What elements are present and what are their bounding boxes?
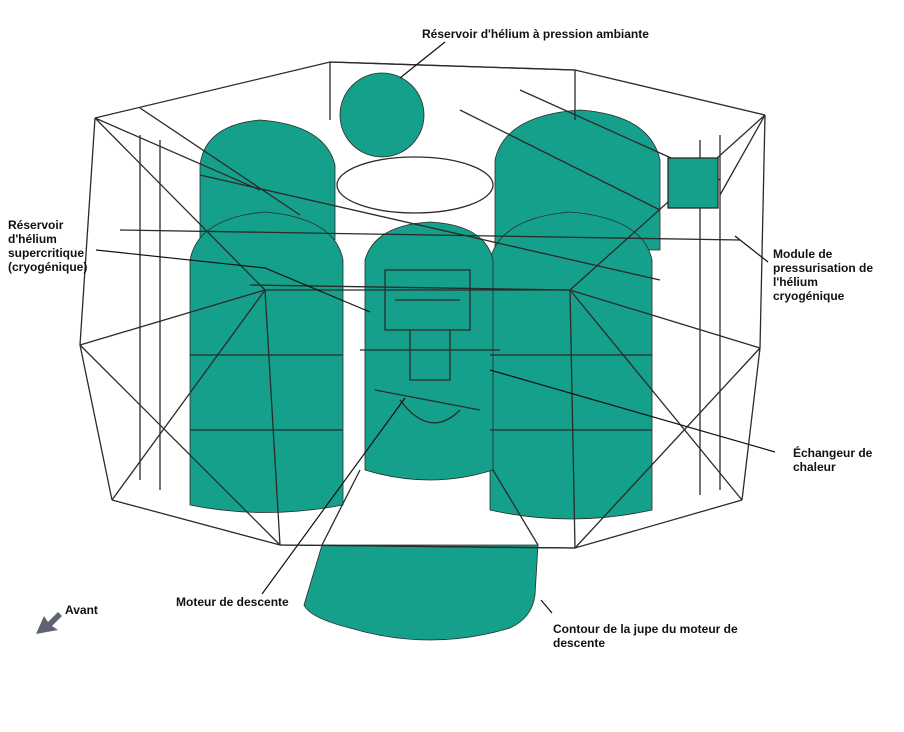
tank-front-left: [189, 211, 344, 513]
leader-lines: [95, 41, 776, 614]
engine-plumbing: [360, 269, 500, 424]
middle-deck-outline: [79, 289, 761, 349]
leader-descent-engine: [261, 397, 406, 595]
leader-supercritical-helium: [95, 249, 371, 313]
tank-back-left: [199, 119, 336, 241]
forward-label: Avant: [65, 603, 98, 617]
leader-pressurization-module: [734, 235, 769, 263]
engine-skirt-contour-label: Contour de la jupe du moteur de descente: [553, 622, 738, 650]
engine-nozzle-skirt: [303, 544, 539, 641]
forward-arrow-icon: [36, 612, 62, 634]
descent-engine-label: Moteur de descente: [176, 595, 289, 609]
supercritical-helium-tank-label: Réservoir d'hélium supercritique (cryogé…: [8, 218, 88, 274]
leader-heat-exchanger: [489, 369, 776, 453]
heat-exchanger-label: Échangeur de chaleur: [793, 446, 873, 474]
ambient-helium-sphere: [339, 72, 425, 158]
center-deck-opening: [336, 156, 494, 214]
pressurization-module-label: Module de pressurisation de l'hélium cry…: [773, 247, 874, 303]
engine-core: [364, 221, 494, 481]
pressurization-module-box: [667, 157, 719, 209]
tank-back-right: [494, 109, 661, 251]
nozzle-cone-outline: [321, 469, 539, 546]
ambient-helium-tank-label: Réservoir d'hélium à pression ambiante: [422, 27, 649, 41]
top-deck-outline: [94, 61, 766, 119]
leader-engine-skirt: [540, 599, 553, 614]
leader-ambient-helium: [399, 41, 446, 79]
structure-lines: [79, 61, 766, 549]
